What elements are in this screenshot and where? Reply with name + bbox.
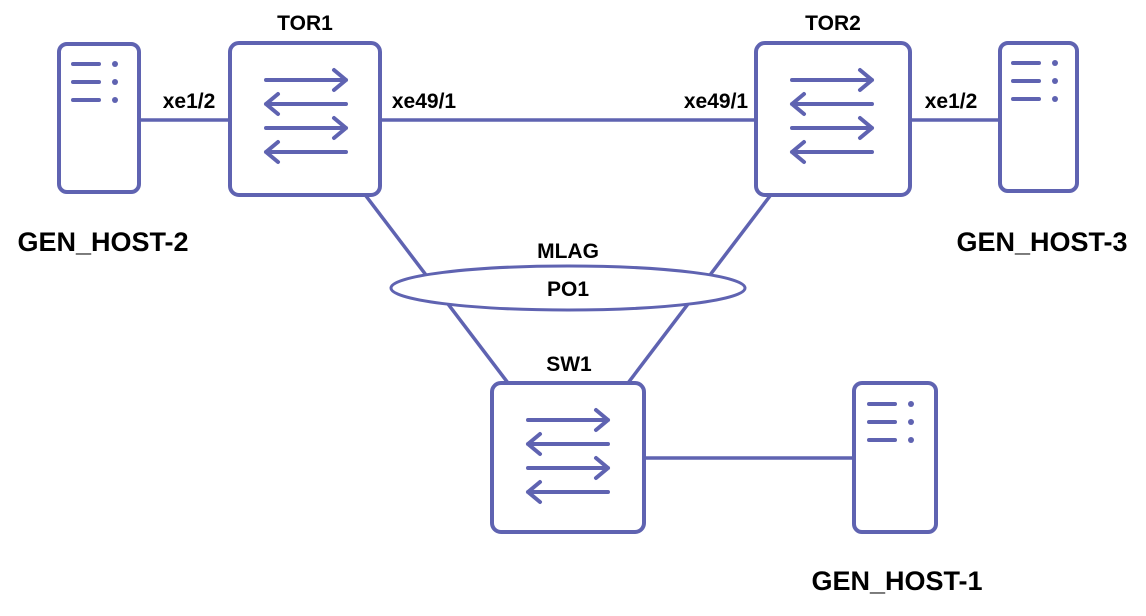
tor1-switch[interactable] (228, 41, 382, 197)
sw1-switch[interactable] (490, 381, 646, 534)
gen-host-1-label: GEN_HOST-1 (811, 566, 982, 596)
po1-label: PO1 (547, 278, 589, 301)
mlag-label: MLAG (537, 240, 599, 263)
sw1-label: SW1 (546, 353, 592, 376)
port-label-tor2-tor1: xe49/1 (684, 90, 749, 113)
tor2-switch[interactable] (754, 41, 912, 197)
gen-host-1-server[interactable] (852, 381, 938, 534)
port-label-tor1-tor2: xe49/1 (392, 90, 457, 113)
gen-host-3-server[interactable] (998, 41, 1079, 193)
sw1-switch-box (490, 381, 646, 534)
server-icon (998, 41, 1079, 193)
tor2-label: TOR2 (805, 12, 861, 35)
gen-host-2-label: GEN_HOST-2 (17, 227, 188, 257)
tor1-switch-box (228, 41, 382, 197)
tor1-label: TOR1 (277, 12, 333, 35)
tor2-switch-box (754, 41, 912, 197)
mlag-bundle-ellipse (389, 264, 747, 312)
gen-host-2-server[interactable] (57, 42, 141, 194)
port-label-host2-tor1: xe1/2 (163, 90, 216, 113)
server-icon (57, 42, 141, 194)
port-label-tor2-host3: xe1/2 (925, 90, 978, 113)
gen-host-3-label: GEN_HOST-3 (956, 227, 1127, 257)
